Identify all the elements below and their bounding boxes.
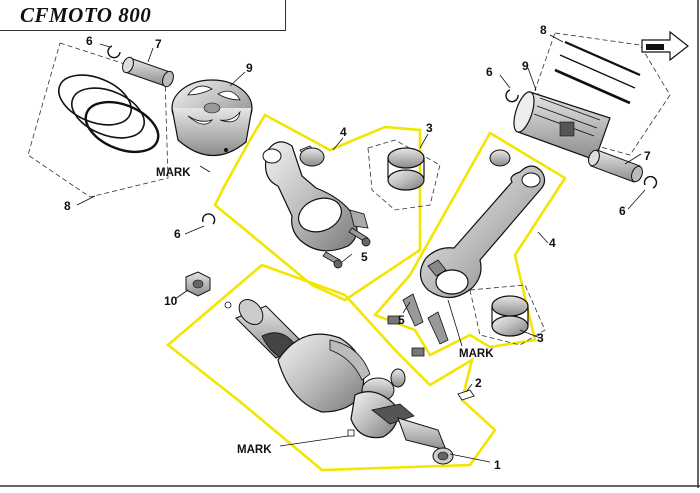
piston-ring-right-oil bbox=[554, 68, 631, 105]
ring-set-right-dashed-box bbox=[534, 32, 671, 156]
piston-pin-right bbox=[588, 149, 643, 183]
callout-9-right: 9 bbox=[522, 59, 529, 73]
piston-ring-oil bbox=[84, 100, 160, 154]
circlip-right-top bbox=[505, 89, 519, 103]
crankshaft-bearing-small bbox=[390, 368, 406, 388]
mark-label-crankshaft: MARK bbox=[237, 444, 272, 456]
circlip-right-bottom bbox=[643, 175, 658, 189]
piston-left bbox=[171, 79, 253, 157]
conrod-bolts-left bbox=[322, 227, 371, 269]
conrod-bearing-left bbox=[367, 139, 441, 211]
callout-4-left: 4 bbox=[340, 125, 347, 139]
crankshaft-highlight bbox=[165, 263, 497, 472]
piston-right bbox=[513, 91, 611, 161]
title-box: CFMOTO 800 bbox=[0, 0, 286, 31]
piston-ring-right-second bbox=[559, 54, 636, 89]
callout-5-right: 5 bbox=[398, 313, 405, 327]
circlip-left-bottom bbox=[201, 213, 216, 225]
callout-3-left: 3 bbox=[426, 121, 433, 135]
mark-label-piston: MARK bbox=[156, 167, 191, 179]
callout-6-right-bottom: 6 bbox=[619, 204, 626, 218]
conrod-left bbox=[262, 141, 369, 252]
diagram-title: CFMOTO 800 bbox=[20, 3, 152, 27]
callout-9-left: 9 bbox=[246, 61, 253, 75]
conrod-bolts-right bbox=[387, 293, 449, 357]
small-end-bushing-right bbox=[489, 149, 511, 167]
piston-ring-second bbox=[71, 87, 145, 139]
callout-5-left: 5 bbox=[361, 250, 368, 264]
callout-8-right: 8 bbox=[540, 23, 547, 37]
mark-label-conrod: MARK bbox=[459, 348, 494, 360]
callout-1: 1 bbox=[494, 458, 501, 472]
conrod-right bbox=[419, 165, 546, 299]
crankshaft bbox=[235, 298, 454, 465]
piston-ring-right-top bbox=[564, 40, 641, 77]
front-direction-icon bbox=[641, 30, 689, 62]
piston-rings-right-group bbox=[534, 32, 671, 156]
crankshaft-nut bbox=[185, 271, 211, 297]
callout-6-left-top: 6 bbox=[86, 34, 93, 48]
callout-6-left-bottom: 6 bbox=[174, 227, 181, 241]
callout-4-right: 4 bbox=[549, 236, 556, 250]
leader-lines bbox=[76, 34, 646, 463]
callout-2: 2 bbox=[475, 376, 482, 390]
piston-ring-top bbox=[58, 74, 132, 126]
conrod-left-highlight bbox=[213, 113, 422, 302]
conrod-right-highlight bbox=[372, 131, 567, 357]
callout-3-right: 3 bbox=[537, 331, 544, 345]
callout-7-right: 7 bbox=[644, 149, 651, 163]
callout-6-right-top: 6 bbox=[486, 65, 493, 79]
callout-7-left: 7 bbox=[155, 37, 162, 51]
nut-washer bbox=[224, 301, 232, 309]
piston-pin-left bbox=[122, 56, 174, 88]
callout-10: 10 bbox=[164, 294, 178, 308]
circlip-left-top bbox=[107, 45, 121, 59]
callout-8-left: 8 bbox=[64, 199, 71, 213]
conrod-bearing-right bbox=[469, 284, 546, 346]
